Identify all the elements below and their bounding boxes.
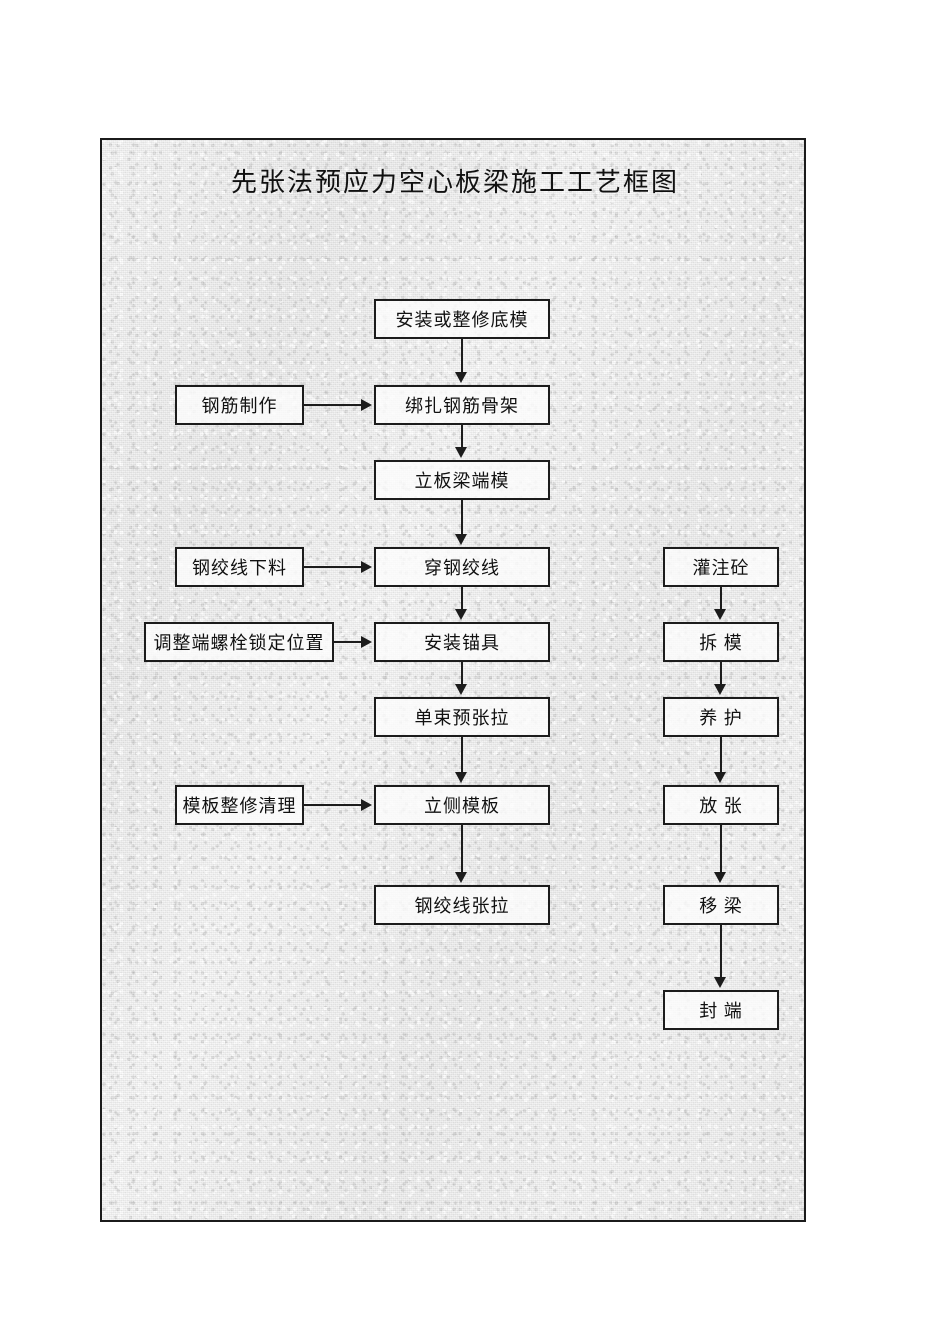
node-single-bundle-pretension[interactable]: 单束预张拉 — [374, 697, 550, 737]
node-install-bottom-formwork[interactable]: 安装或整修底模 — [374, 299, 550, 339]
edge-r5-r6-line — [720, 925, 722, 979]
drawing-frame: 先张法预应力空心板梁施工工艺框图 安装或整修底模 绑扎钢筋骨架 立板梁端模 穿钢… — [100, 138, 806, 1222]
edge-m7-m8-line — [461, 825, 463, 874]
edge-r4-r5-line — [720, 825, 722, 874]
edge-l3-m5-line — [334, 641, 363, 643]
node-formwork-removal[interactable]: 拆 模 — [663, 622, 779, 662]
node-erect-side-formwork[interactable]: 立侧模板 — [374, 785, 550, 825]
node-rebar-fabrication[interactable]: 钢筋制作 — [175, 385, 304, 425]
edge-l1-m2-arrow — [361, 399, 372, 411]
edge-m5-m6-line — [461, 662, 463, 686]
edge-m7-m8-arrow — [455, 872, 467, 883]
node-formwork-repair-cleaning[interactable]: 模板整修清理 — [175, 785, 304, 825]
edge-m4-m5-line — [461, 587, 463, 611]
edge-r2-r3-arrow — [714, 684, 726, 695]
edge-r4-r5-arrow — [714, 872, 726, 883]
edge-m2-m3-line — [461, 425, 463, 449]
edge-m6-m7-line — [461, 737, 463, 774]
node-strand-tensioning[interactable]: 钢绞线张拉 — [374, 885, 550, 925]
page-title: 先张法预应力空心板梁施工工艺框图 — [230, 168, 679, 197]
node-erect-beam-end-formwork[interactable]: 立板梁端模 — [374, 460, 550, 500]
edge-r3-r4-line — [720, 737, 722, 774]
edge-m4-m5-arrow — [455, 609, 467, 620]
node-curing[interactable]: 养 护 — [663, 697, 779, 737]
node-end-sealing[interactable]: 封 端 — [663, 990, 779, 1030]
edge-r1-r2-line — [720, 587, 722, 611]
node-strand-release[interactable]: 放 张 — [663, 785, 779, 825]
node-install-anchorage[interactable]: 安装锚具 — [374, 622, 550, 662]
edge-m3-m4-arrow — [455, 534, 467, 545]
edge-m5-m6-arrow — [455, 684, 467, 695]
edge-l3-m5-arrow — [361, 636, 372, 648]
edge-l2-m4-arrow — [361, 561, 372, 573]
node-concrete-pouring[interactable]: 灌注砼 — [663, 547, 779, 587]
edge-r5-r6-arrow — [714, 977, 726, 988]
edge-m1-m2-arrow — [455, 372, 467, 383]
edge-r1-r2-arrow — [714, 609, 726, 620]
edge-l1-m2-line — [304, 404, 363, 406]
edge-m6-m7-arrow — [455, 772, 467, 783]
edge-r3-r4-arrow — [714, 772, 726, 783]
node-tie-rebar-cage[interactable]: 绑扎钢筋骨架 — [374, 385, 550, 425]
edge-m3-m4-line — [461, 500, 463, 536]
edge-m1-m2-line — [461, 339, 463, 374]
node-beam-moving[interactable]: 移 梁 — [663, 885, 779, 925]
edge-r2-r3-line — [720, 662, 722, 686]
edge-l4-m7-line — [304, 804, 363, 806]
edge-l4-m7-arrow — [361, 799, 372, 811]
node-thread-strand[interactable]: 穿钢绞线 — [374, 547, 550, 587]
node-adjust-end-bolt-lock-position[interactable]: 调整端螺栓锁定位置 — [144, 622, 334, 662]
node-strand-cutting[interactable]: 钢绞线下料 — [175, 547, 304, 587]
edge-m2-m3-arrow — [455, 447, 467, 458]
edge-l2-m4-line — [304, 566, 363, 568]
